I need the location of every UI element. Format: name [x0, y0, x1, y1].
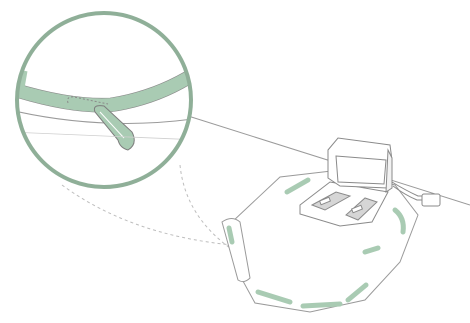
magnifier-callout-icon [10, 13, 200, 187]
